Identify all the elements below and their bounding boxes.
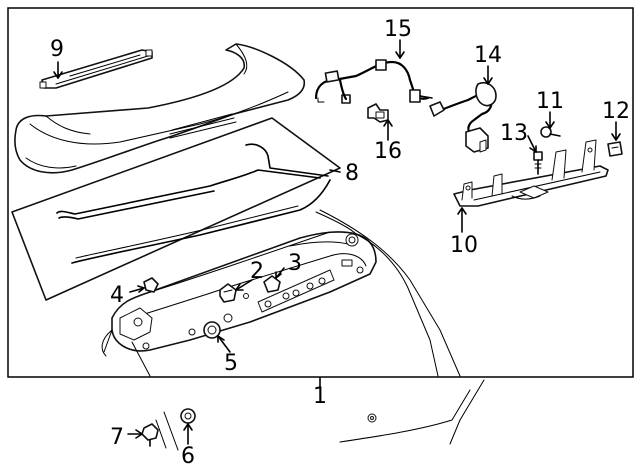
callout-5: 5	[224, 351, 238, 376]
nut	[180, 408, 196, 424]
callout-6: 6	[181, 444, 195, 469]
clip-12	[607, 141, 623, 157]
callout-8: 8	[345, 161, 359, 186]
bracket	[453, 139, 609, 207]
bumper-2	[219, 283, 237, 303]
callout-12: 12	[602, 99, 630, 124]
callout-13: 13	[500, 121, 528, 146]
stop-lamp	[39, 49, 153, 89]
diagram-frame	[7, 7, 634, 378]
grommet	[203, 321, 221, 339]
bolt-13	[533, 151, 543, 175]
sensor	[367, 103, 389, 123]
wiring-harness	[314, 59, 433, 104]
leader-lines	[53, 39, 621, 445]
bumper-3	[263, 275, 281, 293]
spoiler	[14, 43, 306, 174]
callout-15: 15	[384, 17, 412, 42]
bolt	[540, 126, 561, 138]
seal-kit-panel	[11, 117, 341, 301]
callout-16: 16	[374, 139, 402, 164]
callout-4: 4	[110, 283, 124, 308]
clip	[143, 277, 159, 293]
callout-9: 9	[50, 37, 64, 62]
callout-11: 11	[536, 89, 564, 114]
callout-2: 2	[250, 259, 264, 284]
callout-3: 3	[288, 251, 302, 276]
camera-harness	[429, 81, 497, 153]
screw	[141, 423, 159, 447]
callout-14: 14	[474, 43, 502, 68]
lower-body-lines	[155, 379, 485, 451]
callout-10: 10	[450, 233, 478, 258]
callout-7: 7	[110, 425, 124, 450]
callout-1: 1	[313, 384, 327, 409]
liftgate	[101, 209, 461, 377]
